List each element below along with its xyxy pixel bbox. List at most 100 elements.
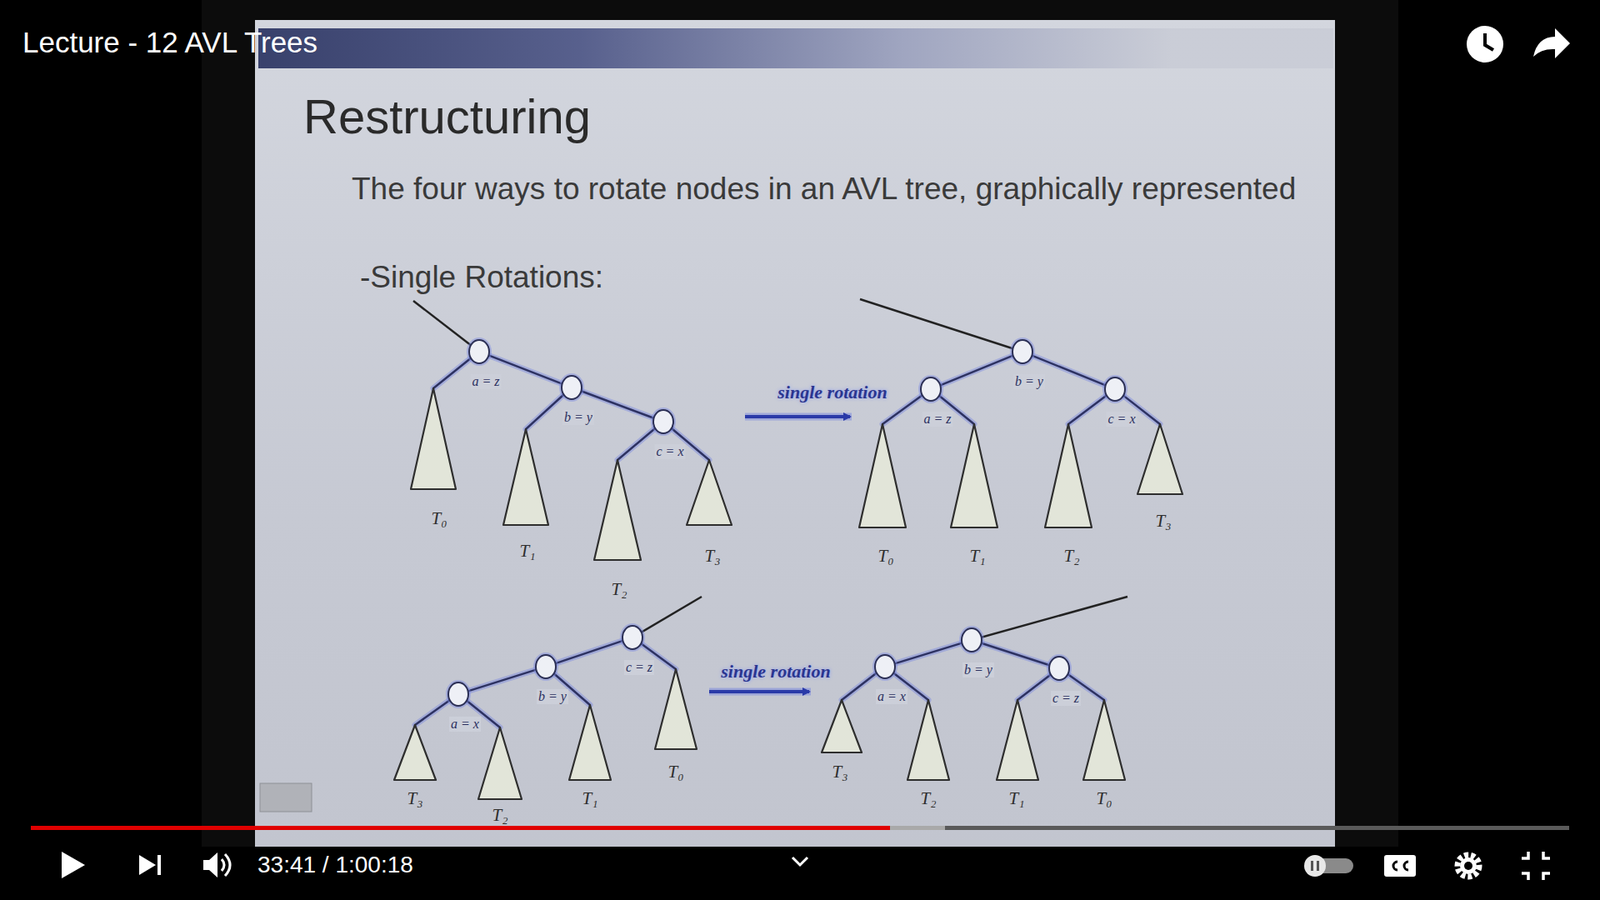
rotation-label: single rotation: [720, 660, 830, 683]
tree-edge: [433, 358, 471, 389]
node-glow: [918, 375, 944, 404]
arrow-glow: [709, 688, 811, 696]
triangle-shape: [1136, 423, 1184, 495]
subtree-label: T₂: [1064, 545, 1080, 567]
triangle-shape: [1137, 424, 1183, 495]
progress-played: [30, 825, 890, 830]
tree-edge: [895, 643, 963, 665]
subtree-triangle: T₁: [950, 423, 999, 529]
subtree-label: T₀: [431, 508, 448, 530]
tree-node: a = x: [873, 653, 897, 680]
triangle-shape: [655, 669, 697, 750]
captions-icon: [1393, 861, 1398, 870]
rotation-label: single rotation: [777, 381, 887, 404]
edge-line: [841, 673, 877, 700]
tree-node: c = z: [1047, 655, 1071, 682]
settings-icon: [1464, 861, 1473, 870]
subtree-label: T₃: [407, 788, 424, 810]
parent-link: [860, 299, 1023, 352]
tree-edge: [882, 395, 923, 425]
triangle-shape: [654, 668, 698, 750]
tree-node: b = y: [960, 626, 984, 654]
node-glow: [650, 407, 676, 436]
node-circle: [653, 410, 674, 434]
settings-icon: [1457, 855, 1480, 877]
triangle-shape: [568, 704, 612, 781]
chevron-icon: [792, 857, 808, 865]
tree-node: b = y: [534, 653, 558, 680]
subtree-triangle: T₀: [1082, 699, 1126, 781]
node-label: b = y: [962, 662, 995, 678]
volume-icon: [221, 859, 225, 871]
node-label: a = z: [921, 411, 953, 427]
node-circle: [622, 625, 643, 650]
triangle-shape: [477, 726, 523, 800]
node-label: c = z: [1050, 690, 1081, 706]
node-circle: [1010, 338, 1035, 365]
tree-node: a = z: [467, 338, 491, 365]
triangle-shape: [950, 424, 998, 528]
triangle-shape: [685, 459, 733, 526]
subtree-label: T₃: [1155, 510, 1172, 532]
edge-line: [617, 428, 655, 460]
tree-edge: [415, 700, 450, 725]
node-label: b = y: [562, 410, 595, 425]
tree-edge: [525, 394, 564, 430]
slide-body-text: The four ways to rotate nodes in an AVL …: [351, 170, 1310, 209]
subtree-triangle: T₂: [1044, 423, 1093, 529]
node-circle: [1047, 655, 1071, 682]
subtree-label: T₀: [878, 545, 895, 567]
node-glow: [445, 680, 471, 709]
tree-edge: [468, 670, 537, 692]
subtree-label: T₂: [611, 579, 628, 600]
progress-buffer: [890, 825, 945, 830]
captions-icon: [1384, 855, 1416, 877]
node-circle: [960, 626, 984, 654]
node-circle: [560, 374, 584, 401]
tree-node: c = x: [651, 408, 675, 435]
tree-edge: [1068, 395, 1107, 425]
section-heading: -Single Rotations:: [360, 260, 604, 295]
edge-line: [895, 643, 963, 665]
triangle-shape: [393, 724, 437, 781]
edge-line: [415, 700, 450, 725]
tree-node: a = z: [919, 375, 943, 403]
triangle-shape: [950, 423, 999, 529]
triangle-shape: [569, 705, 611, 780]
next-icon: [157, 855, 161, 875]
tree-edge: [1017, 674, 1051, 700]
node-label: c = z: [624, 660, 655, 675]
subtree-label: T₁: [582, 788, 599, 810]
progress-track: [30, 825, 1570, 830]
edge-glow: [468, 670, 537, 692]
node-circle: [620, 624, 645, 651]
subtree-label: T₁: [520, 540, 536, 562]
subtree-triangle: T₃: [1136, 423, 1184, 495]
edge-glow: [1017, 674, 1051, 700]
node-glow: [1102, 375, 1128, 404]
slide-header-band: [258, 28, 1334, 69]
subtree-label: T₀: [668, 761, 685, 783]
edge-glow: [433, 358, 471, 389]
triangle-shape: [821, 700, 862, 753]
triangle-shape: [1045, 424, 1092, 528]
node-circle: [873, 653, 897, 680]
triangle-shape: [502, 428, 550, 526]
edge-glow: [555, 640, 624, 664]
settings-icon: [1460, 857, 1477, 875]
rotation-arrow: [709, 690, 810, 694]
node-circle: [920, 377, 941, 401]
tree-node: a = x: [446, 680, 470, 708]
subtree-label: T₀: [1096, 788, 1113, 810]
edge-line: [1068, 395, 1107, 425]
node-glow: [1046, 654, 1072, 683]
triangle-shape: [859, 424, 906, 528]
triangle-shape: [410, 387, 457, 490]
subtree-triangle: T₀: [410, 387, 457, 490]
node-glow: [620, 623, 645, 652]
node-circle: [1105, 377, 1125, 401]
subtree-triangle: T₀: [858, 423, 907, 529]
subtree-triangle: T₃: [685, 459, 733, 526]
